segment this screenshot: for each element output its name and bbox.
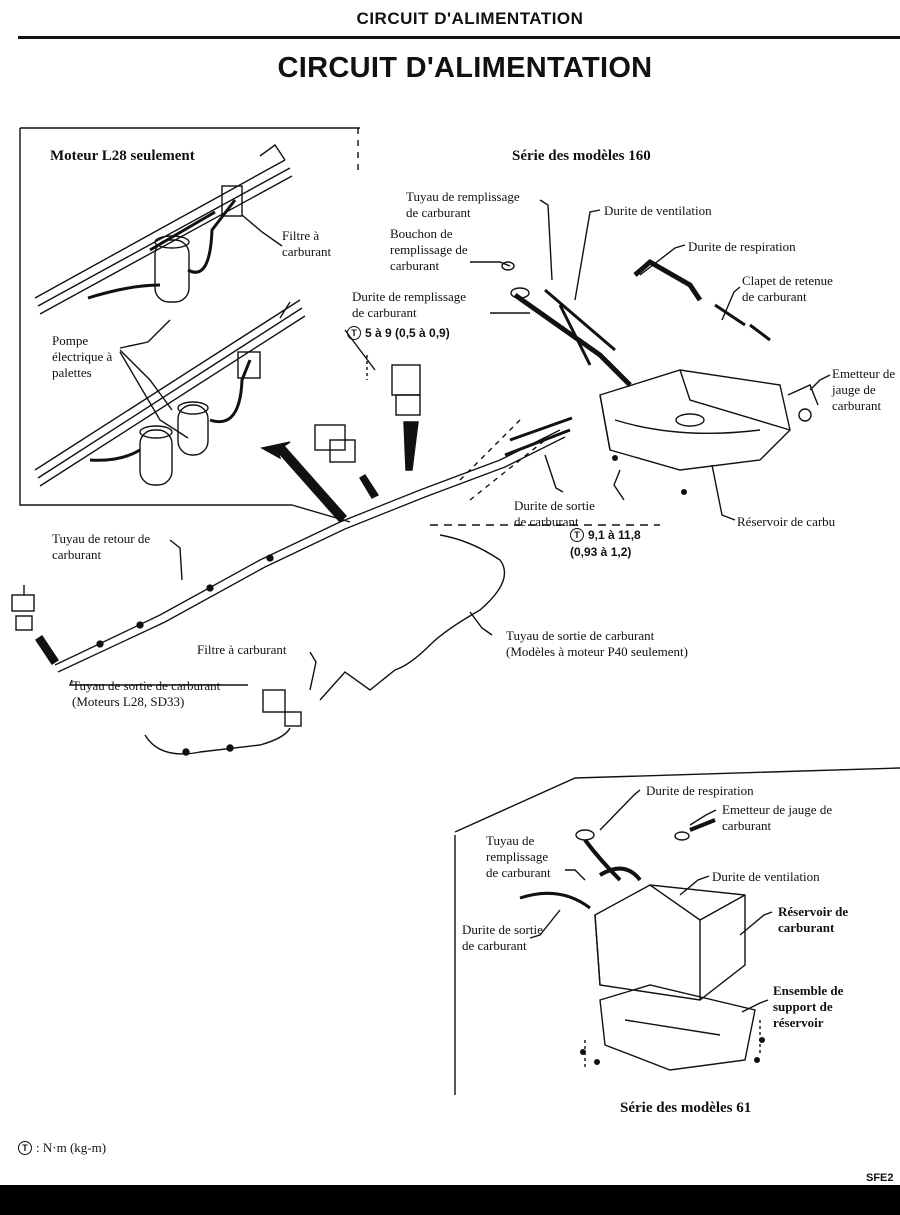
- label-filler-cap-160: Bouchon de remplissage de carburant: [390, 226, 468, 273]
- torque-spec-1: T 5 à 9 (0,5 à 0,9): [347, 325, 450, 341]
- scan-bottom-edge: [0, 1185, 900, 1215]
- torque-icon: T: [570, 528, 584, 542]
- label-filler-pipe-61: Tuyau de remplissage de carburant: [486, 833, 551, 880]
- series61-filler-pipe: [575, 829, 642, 882]
- running-header: CIRCUIT D'ALIMENTATION: [356, 9, 584, 28]
- label-gauge-unit-160: Emetteur de jauge de carburant: [832, 366, 896, 413]
- label-vent-hose-160: Durite de ventilation: [604, 203, 712, 218]
- label-return-pipe: Tuyau de retour de carburant: [52, 531, 151, 562]
- label-outlet-l28: Tuyau de sortie de carburant (Moteurs L2…: [72, 678, 221, 709]
- label-vent-hose-61: Durite de ventilation: [712, 869, 820, 884]
- torque-icon: T: [18, 1141, 32, 1155]
- series61-gauge-unit: [674, 818, 716, 841]
- l28-outlet-line: [144, 727, 291, 755]
- label-breather-hose-61: Durite de respiration: [646, 783, 754, 798]
- inset-filter-label: Filtre à carburant: [282, 228, 332, 259]
- return-line: [54, 429, 566, 673]
- series160-breather: [633, 258, 771, 342]
- clip-left: [11, 585, 35, 631]
- label-filler-pipe-160: Tuyau de remplissage de carburant: [406, 189, 520, 220]
- inset-title: Moteur L28 seulement: [50, 148, 195, 164]
- series61-outlet-hose: [519, 891, 591, 910]
- p40-outlet-line: [319, 534, 506, 701]
- series160-gauge-unit: [787, 384, 819, 422]
- inset-frame: [19, 128, 292, 506]
- series160-outlet-hoses: [504, 416, 573, 457]
- label-fuel-filter: Filtre à carburant: [197, 642, 287, 657]
- label-support-61: Ensemble de support de réservoir: [773, 983, 844, 1030]
- label-outlet-hose-160: Durite de sortie de carburant: [514, 498, 595, 529]
- header-rule: [18, 36, 900, 39]
- page-title: CIRCUIT D'ALIMENTATION: [277, 52, 653, 84]
- label-filler-hose-160: Durite de remplissage de carburant: [352, 289, 467, 320]
- label-outlet-hose-61: Durite de sortie de carburant: [462, 922, 543, 953]
- series160-tank: [599, 369, 791, 471]
- torque-spec-2-value: 9,1 à 11,8 (0,93 à 1,2): [570, 528, 641, 559]
- inset-pump-label: Pompe électrique à palettes: [52, 333, 113, 380]
- filter-bracket: [262, 689, 302, 727]
- arrow-to-inset: [260, 441, 347, 524]
- torque-icon: T: [347, 326, 361, 340]
- label-breather-hose-160: Durite de respiration: [688, 239, 796, 254]
- mount-brackets: [314, 329, 421, 499]
- torque-legend: T : N·m (kg-m): [18, 1140, 106, 1156]
- label-check-valve-160: Clapet de retenue de carburant: [742, 273, 833, 304]
- series160-title: Série des modèles 160: [512, 148, 651, 164]
- label-tank-160: Réservoir de carbu: [737, 514, 836, 529]
- inset-lower-assembly: [34, 299, 306, 487]
- series61-tank: [594, 884, 746, 1001]
- label-tank-61: Réservoir de carburant: [778, 904, 849, 935]
- figure-code: SFE2: [866, 1172, 894, 1184]
- inset-upper-assembly: [34, 144, 293, 315]
- torque-units: : N·m (kg-m): [36, 1140, 107, 1155]
- series61-support: [584, 984, 761, 1071]
- series160-filler-pipe: [501, 261, 632, 387]
- label-gauge-unit-61: Emetteur de jauge de carburant: [722, 802, 833, 833]
- label-outlet-p40: Tuyau de sortie de carburant (Modèles à …: [506, 628, 688, 659]
- series61-title: Série des modèles 61: [620, 1100, 752, 1116]
- torque-spec-1-value: 5 à 9 (0,5 à 0,9): [365, 326, 450, 340]
